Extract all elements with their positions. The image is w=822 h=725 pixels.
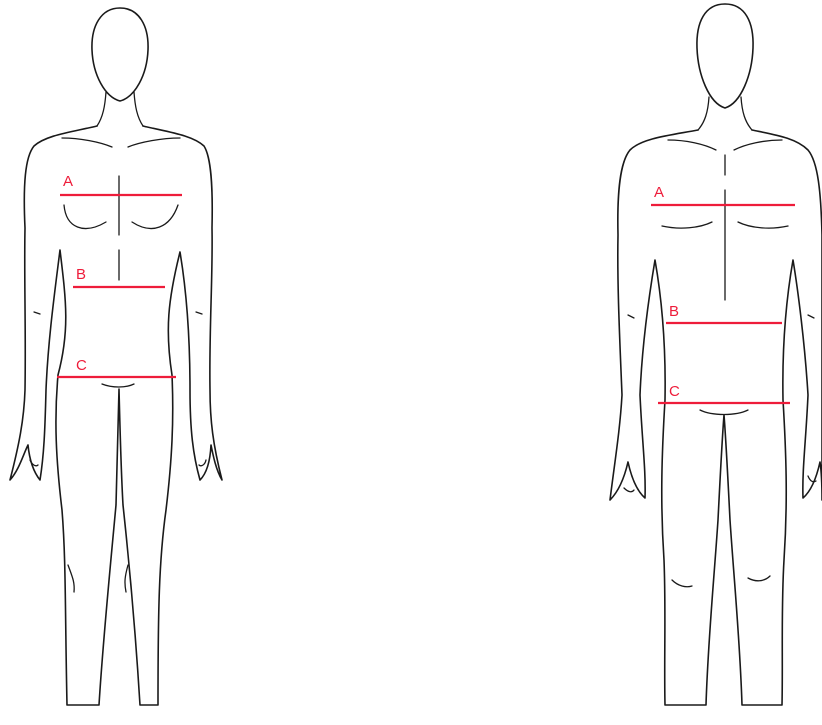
female-neck-right xyxy=(134,92,143,126)
female-clavicle-left xyxy=(62,138,112,147)
male-elbow-right xyxy=(808,315,814,318)
male-measure-b-label: B xyxy=(669,303,679,320)
male-figure: A B C xyxy=(610,4,822,705)
female-crotch xyxy=(102,384,134,387)
male-body-outline xyxy=(610,130,822,705)
female-neck-left xyxy=(97,92,106,126)
male-pec-right xyxy=(738,222,788,228)
male-measure-c-label: C xyxy=(669,383,680,400)
male-knee-left xyxy=(672,580,692,587)
female-elbow-left xyxy=(34,312,40,314)
female-head xyxy=(92,8,148,101)
male-hand-left xyxy=(624,488,634,492)
female-bust-right xyxy=(132,205,178,228)
male-clavicle-left xyxy=(668,140,716,150)
male-measure-a-label: A xyxy=(654,184,664,201)
female-clavicle-right xyxy=(128,138,180,147)
female-measure-a-label: A xyxy=(63,173,73,190)
female-elbow-right xyxy=(196,312,202,314)
male-clavicle-right xyxy=(734,140,782,150)
female-measure-c-label: C xyxy=(76,357,87,374)
female-bust-left xyxy=(64,205,106,228)
female-knee-left xyxy=(68,565,74,592)
male-neck-right xyxy=(741,97,752,130)
female-knee-right xyxy=(125,565,128,592)
female-hand-right xyxy=(199,460,206,466)
male-knee-right xyxy=(748,576,770,581)
female-measure-b-label: B xyxy=(76,266,86,283)
female-figure: A B C xyxy=(10,8,222,705)
male-head xyxy=(697,4,753,108)
male-crotch xyxy=(700,410,748,415)
male-elbow-left xyxy=(628,315,634,318)
male-neck-left xyxy=(698,97,709,130)
female-body-outline xyxy=(10,126,222,705)
male-pec-left xyxy=(662,222,712,228)
